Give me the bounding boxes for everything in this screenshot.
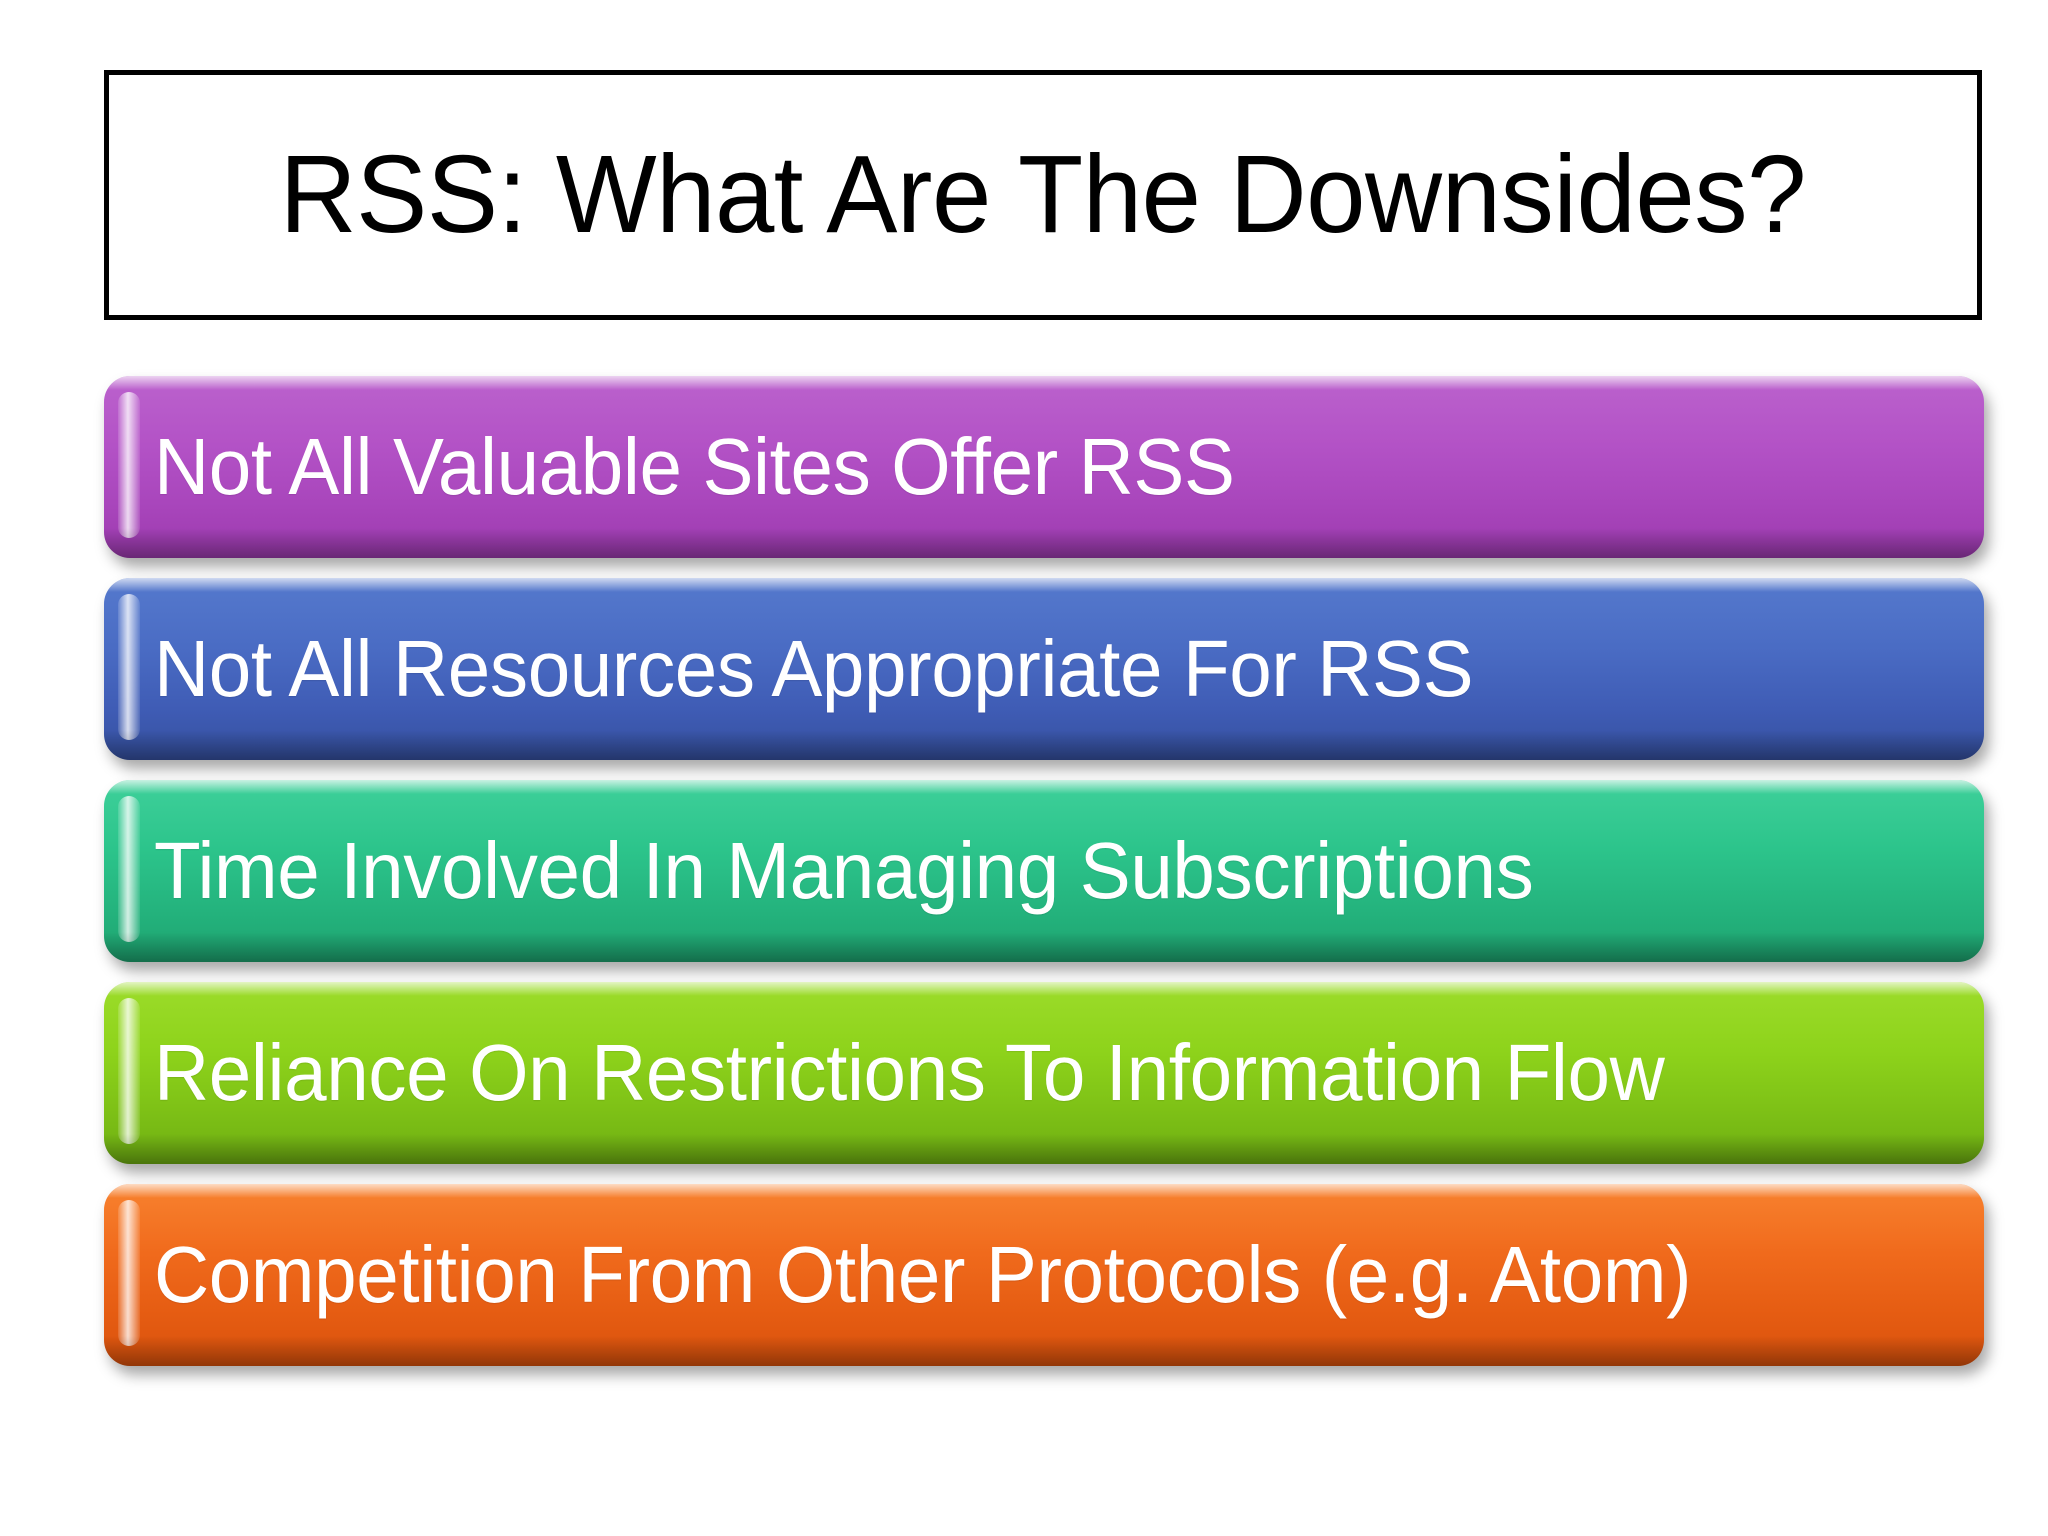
list-item-label: Not All Valuable Sites Offer RSS [154,422,1235,511]
list-item-downside-4[interactable]: Reliance On Restrictions To Information … [104,982,1984,1164]
bevel-highlight [118,998,140,1144]
bevel-highlight [118,594,140,740]
list-item-label: Time Involved In Managing Subscriptions [154,826,1534,915]
bevel-highlight [118,1200,140,1346]
list-item-downside-3[interactable]: Time Involved In Managing Subscriptions [104,780,1984,962]
list-item-label: Reliance On Restrictions To Information … [154,1028,1665,1117]
list-item-label: Not All Resources Appropriate For RSS [154,624,1474,713]
bevel-highlight [118,796,140,942]
list-item-downside-5[interactable]: Competition From Other Protocols (e.g. A… [104,1184,1984,1366]
list-item-downside-2[interactable]: Not All Resources Appropriate For RSS [104,578,1984,760]
slide-title-box: RSS: What Are The Downsides? [104,70,1982,320]
bevel-highlight [118,392,140,538]
page-title: RSS: What Are The Downsides? [279,133,1807,257]
list-item-label: Competition From Other Protocols (e.g. A… [154,1230,1692,1319]
downsides-list: Not All Valuable Sites Offer RSS Not All… [104,376,1984,1386]
list-item-downside-1[interactable]: Not All Valuable Sites Offer RSS [104,376,1984,558]
